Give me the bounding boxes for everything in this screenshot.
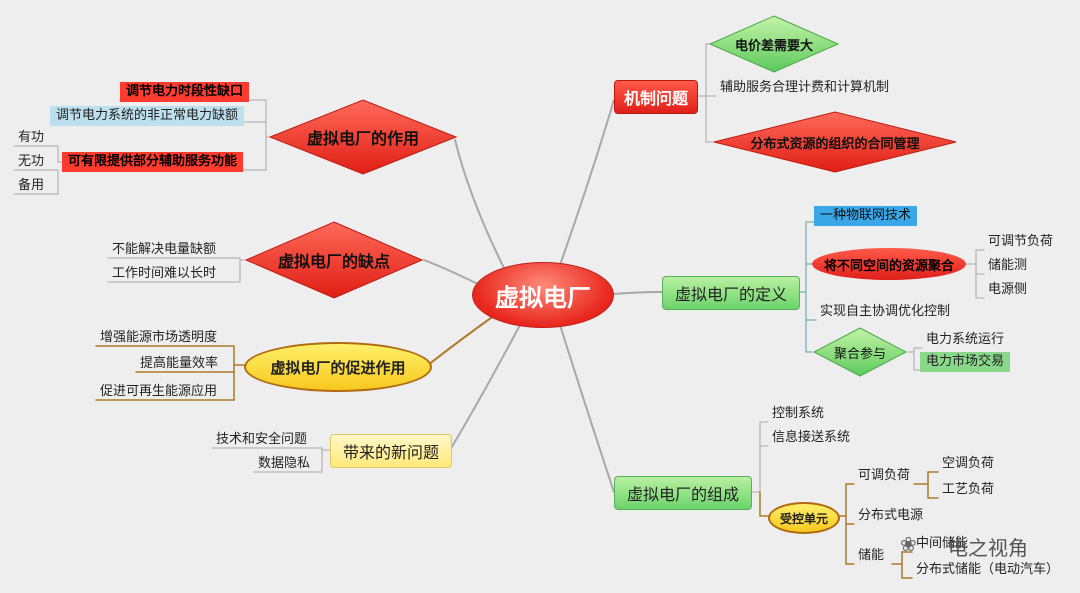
link-aggregate-3 bbox=[975, 273, 985, 299]
composition-item-1: 控制系统 bbox=[772, 406, 825, 421]
link-new-issues bbox=[449, 324, 521, 451]
storage-child-2: 分布式储能（电动汽车） bbox=[916, 562, 1060, 577]
promotion-title: 虚拟电厂的促进作用 bbox=[270, 358, 406, 377]
link-role-sub-1 bbox=[13, 145, 63, 163]
link-definition-participate bbox=[805, 319, 813, 353]
controlled-unit-label: 受控单元 bbox=[779, 511, 828, 526]
link-mechanism-3 bbox=[705, 95, 715, 143]
participate-child-1: 电力系统运行 bbox=[926, 332, 1005, 347]
link-promotion bbox=[427, 314, 496, 366]
link-role bbox=[454, 139, 506, 271]
storage-child-1: 中间储能 bbox=[916, 536, 969, 551]
promotion-item-1: 增强能源市场透明度 bbox=[100, 330, 218, 345]
link-composition bbox=[559, 324, 615, 493]
definition-iot: 一种物联网技术 bbox=[814, 206, 918, 226]
definition-node[interactable]: 虚拟电厂的定义 bbox=[662, 276, 800, 310]
mechanism-item-1-label: 电价差需要大 bbox=[734, 38, 813, 54]
link-mechanism-1 bbox=[695, 43, 711, 97]
role-sub-reactive: 无功 bbox=[18, 154, 45, 169]
drawbacks-item-2: 工作时间难以长时 bbox=[112, 266, 217, 281]
link-definition-iot bbox=[797, 221, 815, 293]
definition-aggregate: 将不同空间的资源聚合 bbox=[812, 248, 966, 280]
adjustable-child-2: 工艺负荷 bbox=[942, 482, 995, 497]
definition-aggregate-label: 将不同空间的资源聚合 bbox=[823, 258, 954, 274]
promotion-item-3: 促进可再生能源应用 bbox=[100, 384, 218, 399]
mechanism-item-3: 分布式资源的组织的合同管理 bbox=[712, 110, 958, 174]
mechanism-item-1: 电价差需要大 bbox=[708, 14, 840, 74]
role-title: 虚拟电厂的作用 bbox=[306, 129, 419, 148]
link-definition bbox=[611, 291, 663, 295]
new-issues-node[interactable]: 带来的新问题 bbox=[330, 434, 452, 468]
aggregate-child-3: 电源侧 bbox=[988, 282, 1028, 297]
adjustable-load: 可调负荷 bbox=[858, 468, 911, 483]
link-controlled-unit bbox=[759, 491, 769, 517]
link-new-issues-1 bbox=[211, 447, 331, 451]
link-drawbacks-1 bbox=[107, 257, 245, 261]
link-adjustable-2 bbox=[927, 483, 939, 499]
composition-title: 虚拟电厂的组成 bbox=[626, 485, 739, 504]
composition-node[interactable]: 虚拟电厂的组成 bbox=[614, 476, 752, 510]
drawbacks-item-1: 不能解决电量缺额 bbox=[112, 242, 217, 257]
link-definition-control bbox=[805, 291, 817, 321]
new-issues-item-1: 技术和安全问题 bbox=[216, 432, 308, 447]
link-mechanism bbox=[559, 99, 615, 266]
role-item-3: 可有限提供部分辅助服务功能 bbox=[62, 152, 244, 172]
link-aggregate-1 bbox=[965, 249, 985, 265]
link-composition-1 bbox=[749, 421, 769, 493]
aggregate-child-2: 储能测 bbox=[988, 258, 1028, 273]
mechanism-title: 机制问题 bbox=[623, 89, 688, 108]
link-role-sub-3 bbox=[13, 169, 59, 195]
composition-item-2: 信息接送系统 bbox=[772, 430, 851, 445]
role-node[interactable]: 虚拟电厂的作用 bbox=[268, 98, 458, 176]
link-participate-1 bbox=[907, 347, 923, 353]
link-storage-2 bbox=[901, 563, 913, 579]
definition-participate: 聚合参与 bbox=[812, 326, 908, 378]
wechat-icon: ❀ bbox=[900, 532, 917, 556]
center-node[interactable]: 虚拟电厂 bbox=[472, 262, 614, 328]
link-adjustable-1 bbox=[913, 471, 939, 485]
watermark-text: 电之视角 bbox=[948, 536, 1028, 560]
new-issues-item-2: 数据隐私 bbox=[258, 456, 311, 471]
mechanism-node[interactable]: 机制问题 bbox=[614, 80, 698, 114]
drawbacks-title: 虚拟电厂的缺点 bbox=[277, 252, 390, 271]
aggregate-child-1: 可调节负荷 bbox=[988, 234, 1054, 249]
definition-participate-label: 聚合参与 bbox=[833, 346, 886, 362]
link-drawbacks-2 bbox=[107, 259, 241, 283]
link-aggregate-2 bbox=[975, 263, 985, 275]
controlled-unit: 受控单元 bbox=[768, 502, 840, 534]
mechanism-item-2: 辅助服务合理计费和计算机制 bbox=[720, 80, 890, 95]
role-item-1: 调节电力时段性缺口 bbox=[120, 82, 250, 102]
definition-title: 虚拟电厂的定义 bbox=[674, 285, 787, 304]
new-issues-title: 带来的新问题 bbox=[342, 443, 439, 462]
role-sub-active: 有功 bbox=[18, 130, 45, 145]
distributed-source: 分布式电源 bbox=[858, 508, 924, 523]
drawbacks-node[interactable]: 虚拟电厂的缺点 bbox=[244, 220, 424, 300]
link-storage bbox=[845, 515, 855, 565]
center-label: 虚拟电厂 bbox=[495, 283, 591, 312]
link-new-issues-2 bbox=[253, 449, 323, 473]
link-promotion-1 bbox=[95, 345, 245, 366]
link-promotion-3 bbox=[95, 364, 235, 401]
participate-child-2: 电力市场交易 bbox=[920, 352, 1011, 372]
adjustable-child-1: 空调负荷 bbox=[942, 456, 995, 471]
promotion-node[interactable]: 虚拟电厂的促进作用 bbox=[244, 342, 432, 392]
promotion-item-2: 提高能量效率 bbox=[140, 356, 219, 371]
role-sub-reserve: 备用 bbox=[18, 178, 45, 193]
link-adjustable-load bbox=[835, 483, 855, 517]
link-participate-2 bbox=[913, 351, 921, 371]
storage: 储能 bbox=[858, 548, 885, 563]
mechanism-item-3-label: 分布式资源的组织的合同管理 bbox=[750, 136, 920, 152]
link-storage-1 bbox=[891, 551, 913, 565]
role-item-2: 调节电力系统的非正常电力缺额 bbox=[50, 106, 245, 126]
definition-control: 实现自主协调优化控制 bbox=[820, 304, 951, 319]
